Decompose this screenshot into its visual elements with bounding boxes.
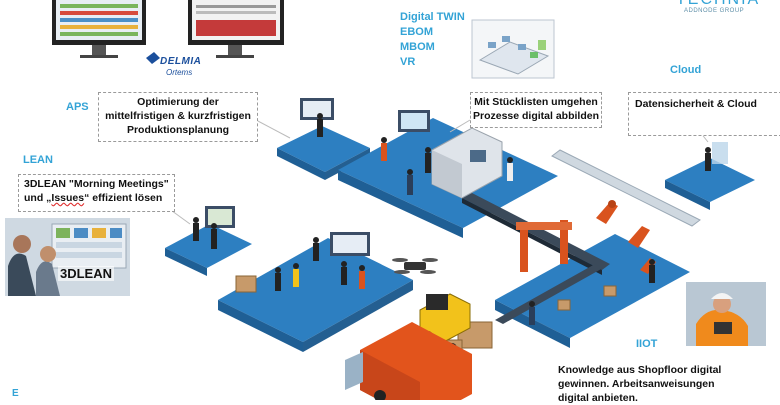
lean-meeting-photo	[5, 218, 130, 296]
digital-twin-thumbnail	[471, 19, 555, 79]
callout-bom-line: Prozesse digital abbilden	[472, 110, 600, 122]
callout-aps-line: Optimierung der	[137, 96, 219, 108]
technia-subtitle: ADDNODE GROUP	[684, 8, 745, 14]
digital-twin-line: EBOM	[400, 26, 433, 38]
monitor-right	[188, 0, 284, 58]
callout-lean-line1: 3DLEAN "Morning Meetings"	[24, 178, 169, 190]
iiot-description-line: digital anbieten.	[558, 392, 638, 404]
robot-arm	[596, 200, 656, 274]
workers	[193, 113, 711, 325]
callout-aps-line: Produktionsplanung	[126, 124, 230, 136]
dashboard-screens	[205, 98, 728, 256]
label-aps: APS	[66, 101, 89, 113]
callout-lean-issues: Issues	[51, 192, 85, 204]
monitor-left	[52, 0, 146, 58]
callout-lean-suffix: “ effizient lösen	[84, 192, 163, 204]
callout-lean: 3DLEAN "Morning Meetings" und „Issues“ e…	[18, 174, 175, 212]
drone-icon	[392, 258, 438, 274]
iiot-description-line: Knowledge aus Shopfloor digital	[558, 364, 722, 376]
lean-photo-caption: 3DLEAN	[58, 266, 115, 281]
digital-twin-line: MBOM	[400, 41, 435, 53]
callout-bom: Mit Stücklisten umgehen Prozesse digital…	[470, 92, 602, 128]
label-lean: LEAN	[23, 154, 53, 166]
delmia-logo: DELMIA	[160, 56, 202, 67]
label-e-fragment: E	[12, 388, 19, 399]
label-iiot: IIOT	[636, 338, 658, 350]
iiot-description-line: gewinnen. Arbeitsanweisungen	[558, 378, 715, 390]
platform-aps	[277, 126, 370, 180]
delivery-truck	[345, 322, 472, 400]
platform-lean	[165, 224, 252, 276]
delmia-logo-icon	[146, 52, 160, 64]
platform-shopfloor	[218, 238, 413, 352]
callout-lean-prefix: und „	[24, 192, 52, 204]
callout-cloud-line: Datensicherheit & Cloud	[635, 98, 757, 110]
digital-twin-line: VR	[400, 56, 416, 68]
cnc-machine	[431, 127, 503, 199]
delmia-subtitle: Ortems	[166, 68, 193, 77]
platform-cloud	[665, 158, 755, 210]
label-cloud: Cloud	[670, 64, 702, 76]
callout-aps: Optimierung der mittelfristigen & kurzfr…	[98, 92, 258, 142]
callout-lean-line2: und „Issues“ effizient lösen	[24, 191, 174, 205]
callout-bom-line: Mit Stücklisten umgehen	[474, 96, 598, 108]
iiot-worker-photo	[686, 282, 766, 346]
digital-twin-line: Digital TWIN	[400, 11, 465, 23]
digital-twin-list: Digital TWIN EBOM MBOM VR	[400, 10, 465, 70]
callout-cloud: Datensicherheit & Cloud	[628, 92, 780, 136]
iiot-description: Knowledge aus Shopfloor digital gewinnen…	[558, 363, 728, 405]
technia-logo: TECHNIA	[676, 0, 760, 9]
callout-aps-line: mittelfristigen & kurzfristigen	[105, 110, 251, 122]
robot-gantry	[516, 220, 572, 272]
